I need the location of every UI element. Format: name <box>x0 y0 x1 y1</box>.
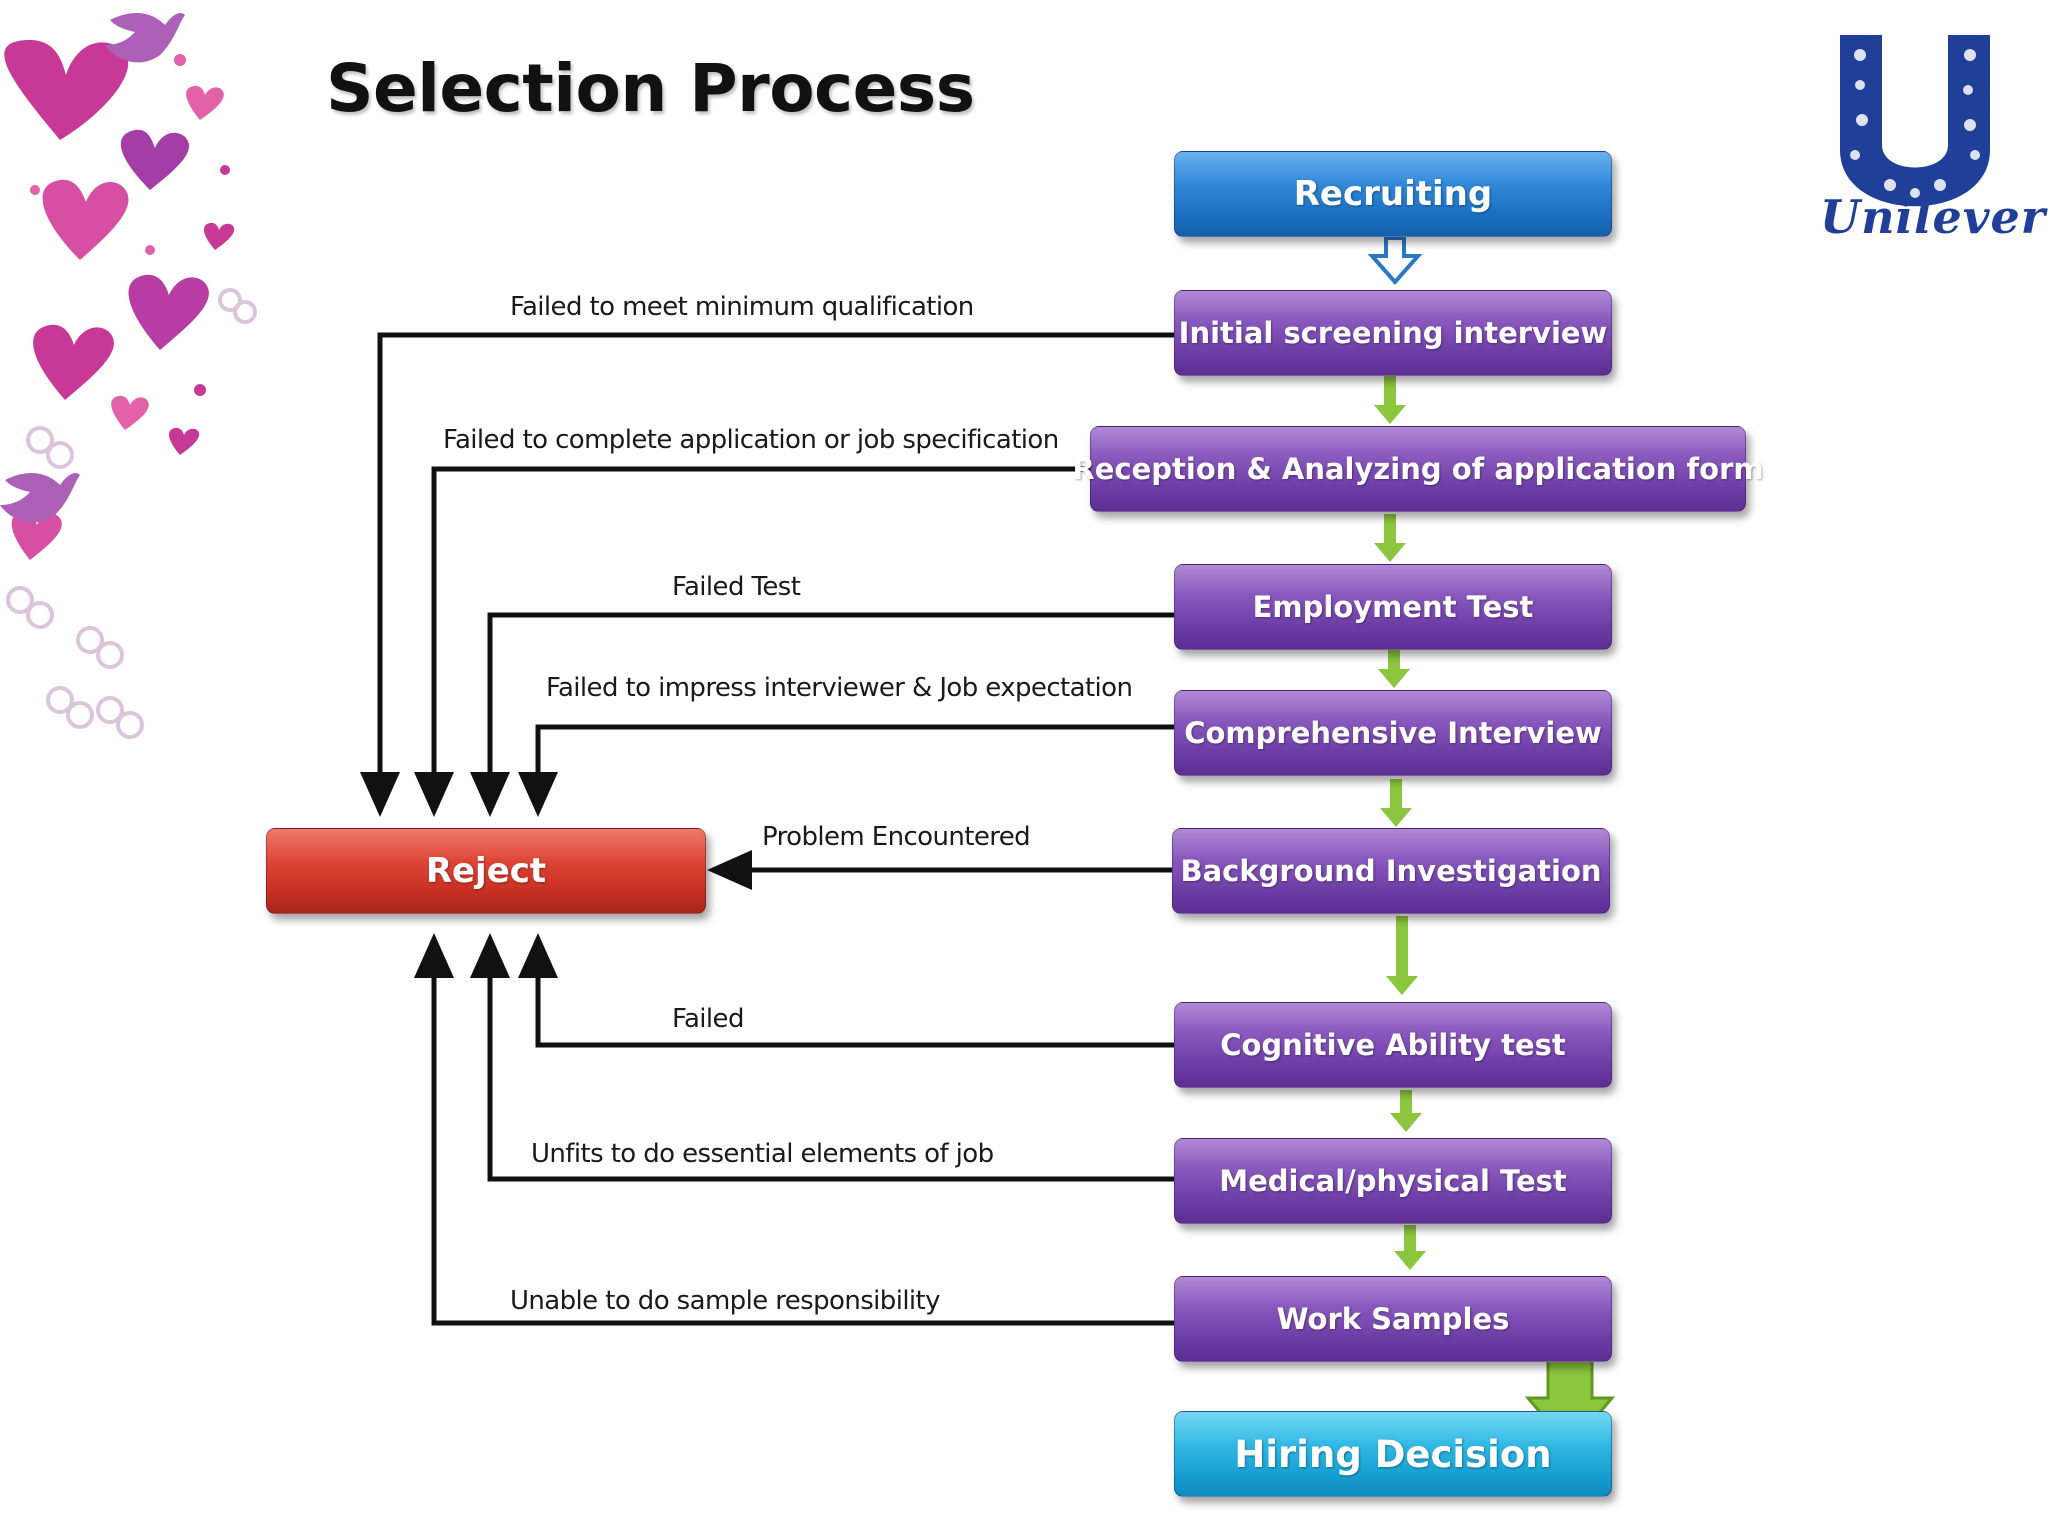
flow-arrow-recruiting-to-screening <box>1367 236 1423 286</box>
reject-line-comprehensive <box>518 724 1174 817</box>
reject-box: Reject <box>266 828 706 914</box>
flow-arrow <box>1380 779 1412 827</box>
flow-arrow <box>1378 650 1410 688</box>
reject-line-screening <box>360 332 1174 817</box>
reject-line-work-samples <box>414 933 1174 1326</box>
unilever-logo <box>1840 35 1990 207</box>
heart-icon <box>4 40 129 140</box>
heart-icon <box>168 427 200 455</box>
green-flow-arrows <box>1374 376 1426 1270</box>
reject-line-employment-test <box>470 612 1174 817</box>
reject-reason-label: Failed <box>672 1004 744 1034</box>
flow-arrow <box>1394 1225 1426 1270</box>
reject-reason-label: Failed to meet minimum qualification <box>510 292 974 322</box>
step-medical-physical-test: Medical/physical Test <box>1174 1138 1612 1224</box>
reject-reason-label: Unable to do sample responsibility <box>510 1286 941 1316</box>
heart-icon <box>120 129 190 190</box>
reject-reason-label: Failed Test <box>672 572 801 602</box>
reject-line-reception <box>414 466 1090 817</box>
bird-icon <box>105 13 185 63</box>
flow-arrow <box>1390 1090 1422 1132</box>
flow-arrow <box>1374 376 1406 424</box>
step-reception-analyzing-application: Reception & Analyzing of application for… <box>1072 426 1764 512</box>
flow-arrow <box>1374 514 1406 562</box>
reject-reason-label: Problem Encountered <box>762 822 1031 852</box>
heart-icon <box>33 324 114 400</box>
step-comprehensive-interview: Comprehensive Interview <box>1174 690 1612 776</box>
step-recruiting: Recruiting <box>1174 151 1612 237</box>
step-employment-test: Employment Test <box>1174 564 1612 650</box>
step-hiring-decision: Hiring Decision <box>1174 1411 1612 1497</box>
heart-icon <box>128 274 209 350</box>
reject-reason-label: Unfits to do essential elements of job <box>531 1139 994 1169</box>
step-cognitive-ability-test: Cognitive Ability test <box>1174 1002 1612 1088</box>
step-work-samples: Work Samples <box>1174 1276 1612 1362</box>
step-initial-screening-interview: Initial screening interview <box>1174 290 1612 376</box>
reject-reason-label: Failed to complete application or job sp… <box>443 425 1059 455</box>
reject-line-cognitive <box>518 933 1174 1048</box>
unilever-wordmark: Unilever <box>1820 190 2047 244</box>
step-background-investigation: Background Investigation <box>1172 828 1610 914</box>
heart-icon <box>11 511 62 560</box>
heart-icon <box>42 179 129 260</box>
page-title: Selection Process <box>326 50 975 127</box>
heart-icon <box>111 395 149 430</box>
heart-icon <box>203 222 235 250</box>
bird-icon <box>0 473 80 523</box>
reject-reason-label: Failed to impress interviewer & Job expe… <box>546 673 1133 703</box>
heart-icon <box>186 85 224 120</box>
flow-arrow <box>1386 916 1418 995</box>
decorative-hearts-graphic <box>0 13 257 739</box>
reject-line-medical <box>470 933 1174 1182</box>
